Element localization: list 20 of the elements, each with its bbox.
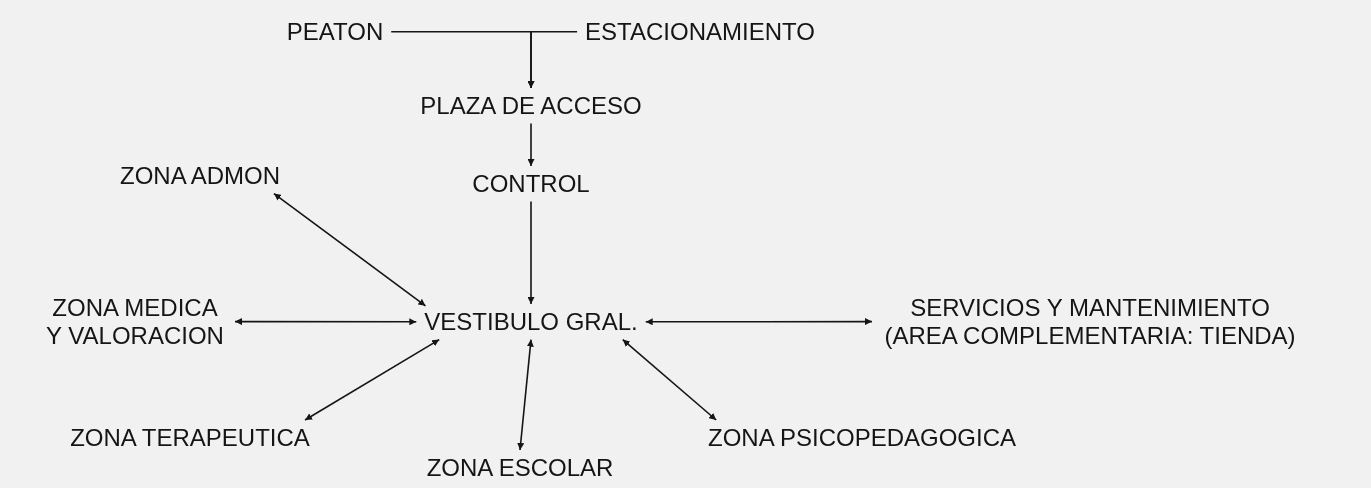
area-label: PLAZA DE ACCESO bbox=[412, 88, 650, 124]
arrow bbox=[304, 338, 441, 421]
area-label: ZONA ADMON bbox=[112, 158, 288, 194]
area-label: PEATON bbox=[278, 14, 392, 50]
area-label: SERVICIOS Y MANTENIMIENTO (AREA COMPLEMENTARIA: TIENDA) bbox=[872, 290, 1308, 354]
area-label: ZONA MEDICA Y VALORACION bbox=[35, 290, 235, 354]
area-label: CONTROL bbox=[464, 166, 598, 202]
arrow bbox=[527, 122, 535, 167]
arrow bbox=[527, 31, 578, 89]
arrow bbox=[527, 200, 535, 305]
arrow bbox=[273, 192, 427, 307]
area-label: ESTACIONAMIENTO bbox=[577, 14, 823, 50]
area-label: VESTIBULO GRAL. bbox=[416, 304, 646, 340]
area-label: ZONA ESCOLAR bbox=[418, 450, 622, 486]
area-label: ZONA TERAPEUTICA bbox=[62, 420, 318, 456]
area-label: ZONA PSICOPEDAGOGICA bbox=[699, 420, 1025, 456]
arrow bbox=[517, 338, 534, 451]
arrow bbox=[234, 318, 418, 326]
arrow bbox=[644, 318, 873, 326]
arrow bbox=[621, 338, 717, 421]
